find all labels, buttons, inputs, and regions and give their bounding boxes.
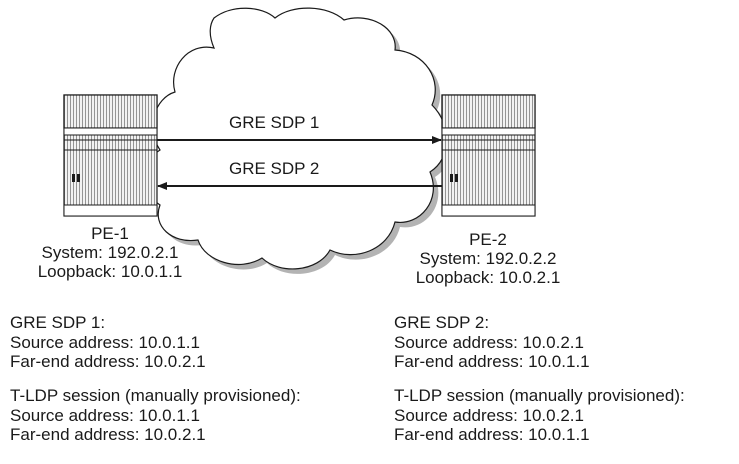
pe2-name: PE-2 (469, 230, 507, 249)
network-cloud (144, 7, 452, 274)
pe2-router-icon (441, 94, 536, 217)
pe1-router-icon (63, 94, 158, 217)
left-sdp-farend: Far-end address: 10.0.2.1 (10, 352, 206, 371)
left-tldp-info: T-LDP session (manually provisioned): So… (10, 386, 301, 445)
left-sdp-title: GRE SDP 1: (10, 313, 106, 332)
right-sdp-title: GRE SDP 2: (394, 313, 490, 332)
gre-sdp2-label: GRE SDP 2 (229, 159, 320, 178)
gre-sdp1-label: GRE SDP 1 (229, 113, 320, 132)
left-tldp-farend: Far-end address: 10.0.2.1 (10, 425, 206, 444)
pe1-name: PE-1 (91, 224, 129, 243)
left-tldp-title: T-LDP session (manually provisioned): (10, 386, 301, 405)
right-sdp-source: Source address: 10.0.2.1 (394, 332, 584, 352)
left-tldp-source: Source address: 10.0.1.1 (10, 405, 200, 425)
right-tldp-title: T-LDP session (manually provisioned): (394, 386, 685, 405)
left-sdp-source: Source address: 10.0.1.1 (10, 332, 200, 352)
pe2-system: System: 192.0.2.2 (419, 249, 557, 268)
right-sdp-info: GRE SDP 2: Source address: 10.0.2.1 Far-… (394, 313, 590, 372)
left-sdp-info: GRE SDP 1: Source address: 10.0.1.1 Far-… (10, 313, 206, 372)
pe1-system: System: 192.0.2.1 (41, 243, 179, 262)
right-tldp-farend: Far-end address: 10.0.1.1 (394, 425, 590, 444)
right-sdp-farend: Far-end address: 10.0.1.1 (394, 352, 590, 371)
pe1-loopback: Loopback: 10.0.1.1 (37, 262, 183, 281)
pe2-loopback: Loopback: 10.0.2.1 (415, 268, 561, 287)
right-tldp-source: Source address: 10.0.2.1 (394, 405, 584, 425)
right-tldp-info: T-LDP session (manually provisioned): So… (394, 386, 685, 445)
